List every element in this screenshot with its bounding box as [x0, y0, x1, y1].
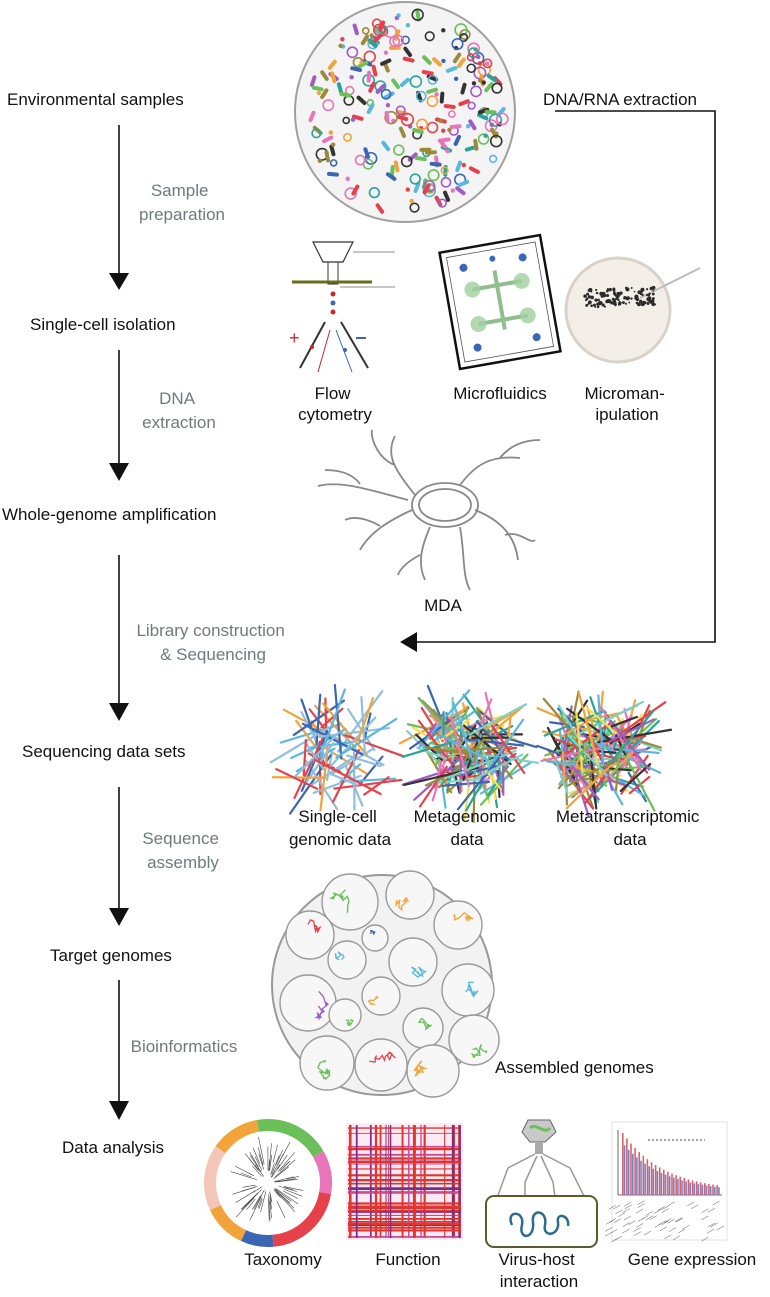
arrowhead [109, 273, 129, 290]
arrowhead [109, 463, 129, 481]
stage-sequencing-data-sets: Sequencing data sets [22, 742, 186, 761]
bypass-label: DNA/RNA extraction [543, 90, 697, 109]
stage-data-analysis: Data analysis [62, 1138, 164, 1157]
arrowhead [109, 1101, 129, 1120]
stage-single-cell-isolation: Single-cell isolation [30, 315, 176, 334]
microfluidics-icon [438, 233, 562, 371]
arrowhead [400, 632, 417, 652]
caption-metagenomic-data: Metagenomic data [414, 807, 521, 849]
caption-flow-cytometry: Flow cytometry [298, 384, 372, 424]
arrowhead [109, 908, 129, 926]
caption-single-cell-data: Single-cell genomic data [289, 807, 392, 849]
mda-icon [317, 429, 541, 591]
function-network-icon [346, 1123, 463, 1240]
caption-virus-host: Virus-host interaction [499, 1250, 580, 1291]
step-sequence-assembly: Sequence assembly [142, 829, 223, 872]
step-dna-extraction: DNA extraction [142, 389, 216, 432]
step-sample-preparation: Sample preparation [139, 181, 225, 224]
stage-whole-genome-amplification: Whole-genome amplification [2, 505, 217, 524]
flow-cytometry-icon: + [289, 241, 395, 373]
microbes [308, 8, 509, 214]
gene-expression-icon [604, 1121, 728, 1243]
step-bioinformatics: Bioinformatics [131, 1037, 238, 1056]
environmental-sample-circle [294, 1, 516, 223]
caption-assembled-genomes: Assembled genomes [495, 1058, 654, 1077]
assembled-genomes-circle [271, 870, 500, 1098]
caption-microfluidics: Microfluidics [453, 384, 547, 403]
main-flow-arrows [109, 125, 129, 1120]
svg-text:+: + [289, 328, 300, 348]
arrowhead [109, 703, 129, 721]
stage-environmental-samples: Environmental samples [7, 90, 184, 109]
virus-host-icon [485, 1119, 598, 1248]
stage-target-genomes: Target genomes [50, 946, 172, 965]
caption-metatranscriptomic-data: Metatranscriptomic data [556, 807, 704, 849]
genome-bins [279, 870, 500, 1098]
sequencing-data-tangles [269, 683, 673, 824]
caption-mda: MDA [424, 596, 462, 615]
step-library-construction: Library construction & Sequencing [136, 621, 289, 664]
taxonomy-ring-icon [204, 1119, 332, 1247]
bypass-arrow [400, 110, 716, 652]
caption-function: Function [375, 1250, 440, 1269]
micromanipulation-icon [564, 256, 701, 364]
caption-gene-expression: Gene expression [628, 1250, 757, 1269]
caption-micromanipulation: Microman- ipulation [584, 384, 669, 424]
caption-taxonomy: Taxonomy [244, 1250, 322, 1269]
